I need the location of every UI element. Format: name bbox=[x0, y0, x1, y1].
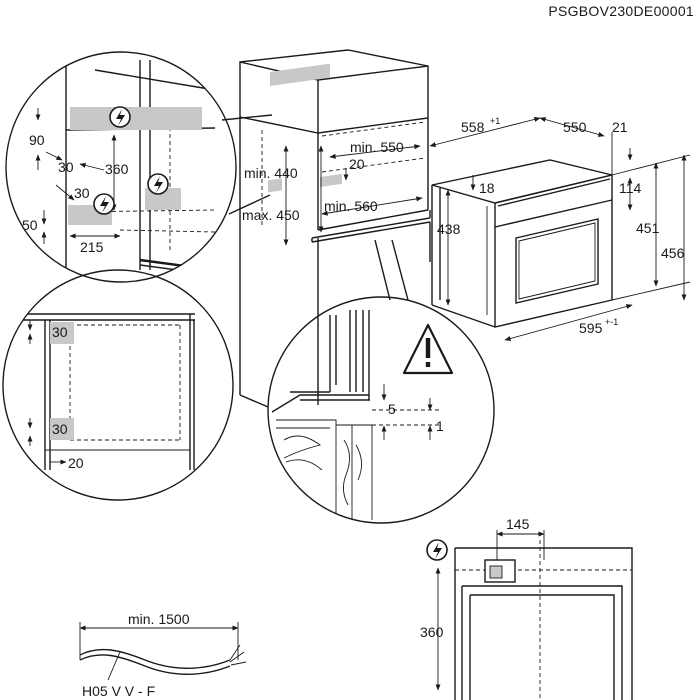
niche-min-440: min. 440 bbox=[244, 165, 298, 181]
box-360: 360 bbox=[420, 624, 444, 640]
electric-hazard-icon bbox=[426, 539, 448, 561]
niche-min-550: min. 550 bbox=[350, 139, 404, 155]
detail-edge-1: 1 bbox=[436, 418, 444, 434]
oven-595: 595 bbox=[579, 320, 603, 336]
oven-21: 21 bbox=[612, 119, 628, 135]
oven-550: 550 bbox=[563, 119, 587, 135]
box-145: 145 bbox=[506, 516, 530, 532]
warning-triangle-icon bbox=[402, 323, 454, 375]
oven-456: 456 bbox=[661, 245, 685, 261]
leader-edge-b bbox=[374, 239, 391, 301]
cabinet-niche bbox=[239, 49, 431, 408]
detail-vent-20: 20 bbox=[68, 455, 84, 471]
detail-circle-edge bbox=[267, 296, 495, 524]
cable-length: min. 1500 bbox=[128, 611, 190, 627]
detail-top-215: 215 bbox=[80, 239, 104, 255]
vent-zone-top bbox=[270, 63, 330, 87]
side-zone bbox=[268, 178, 282, 193]
detail-top-dimensions bbox=[35, 108, 121, 244]
cable-type: H05 V V - F bbox=[82, 683, 155, 699]
detail-top-50: 50 bbox=[22, 217, 38, 233]
detail-top-90: 90 bbox=[29, 132, 45, 148]
oven-558-tol: +1 bbox=[490, 116, 500, 126]
detail-edge-content bbox=[271, 310, 440, 520]
niche-20: 20 bbox=[349, 156, 365, 172]
socket-zone bbox=[320, 173, 342, 188]
oven-451: 451 bbox=[636, 220, 660, 236]
electric-hazard-icon bbox=[147, 173, 169, 195]
cable-drawing bbox=[79, 622, 247, 681]
detail-vent-content bbox=[20, 313, 195, 470]
niche-dimensions bbox=[283, 144, 423, 246]
box-drawing bbox=[435, 530, 633, 700]
niche-min-560: min. 560 bbox=[324, 198, 378, 214]
detail-edge-dimensions bbox=[381, 384, 433, 440]
detail-vent-30a: 30 bbox=[52, 324, 68, 340]
oven-dimensions bbox=[429, 116, 691, 341]
oven-drawing bbox=[431, 159, 613, 328]
leader-bottom bbox=[228, 194, 271, 215]
detail-edge-5: 5 bbox=[388, 401, 396, 417]
oven-114: 114 bbox=[619, 180, 642, 196]
detail-vent-30b: 30 bbox=[52, 421, 68, 437]
leader-edge-a bbox=[391, 239, 409, 301]
detail-top-30b: 30 bbox=[74, 185, 90, 201]
detail-top-30a: 30 bbox=[58, 159, 74, 175]
detail-top-content bbox=[65, 60, 216, 280]
leader-top bbox=[221, 114, 273, 121]
oven-18: 18 bbox=[479, 180, 495, 196]
product-code: PSGBOV230DE00001 bbox=[548, 3, 694, 19]
electric-hazard-icon bbox=[109, 106, 131, 128]
electric-hazard-icon bbox=[93, 193, 115, 215]
detail-vent-dimensions bbox=[27, 320, 67, 465]
oven-558: 558 bbox=[461, 119, 485, 135]
niche-max-450: max. 450 bbox=[242, 207, 300, 223]
detail-top-360: 360 bbox=[105, 161, 129, 177]
oven-438: 438 bbox=[437, 221, 461, 237]
oven-595-tol: +-1 bbox=[605, 317, 618, 327]
detail-circle-top bbox=[5, 51, 237, 283]
detail-circle-vent bbox=[2, 269, 234, 501]
